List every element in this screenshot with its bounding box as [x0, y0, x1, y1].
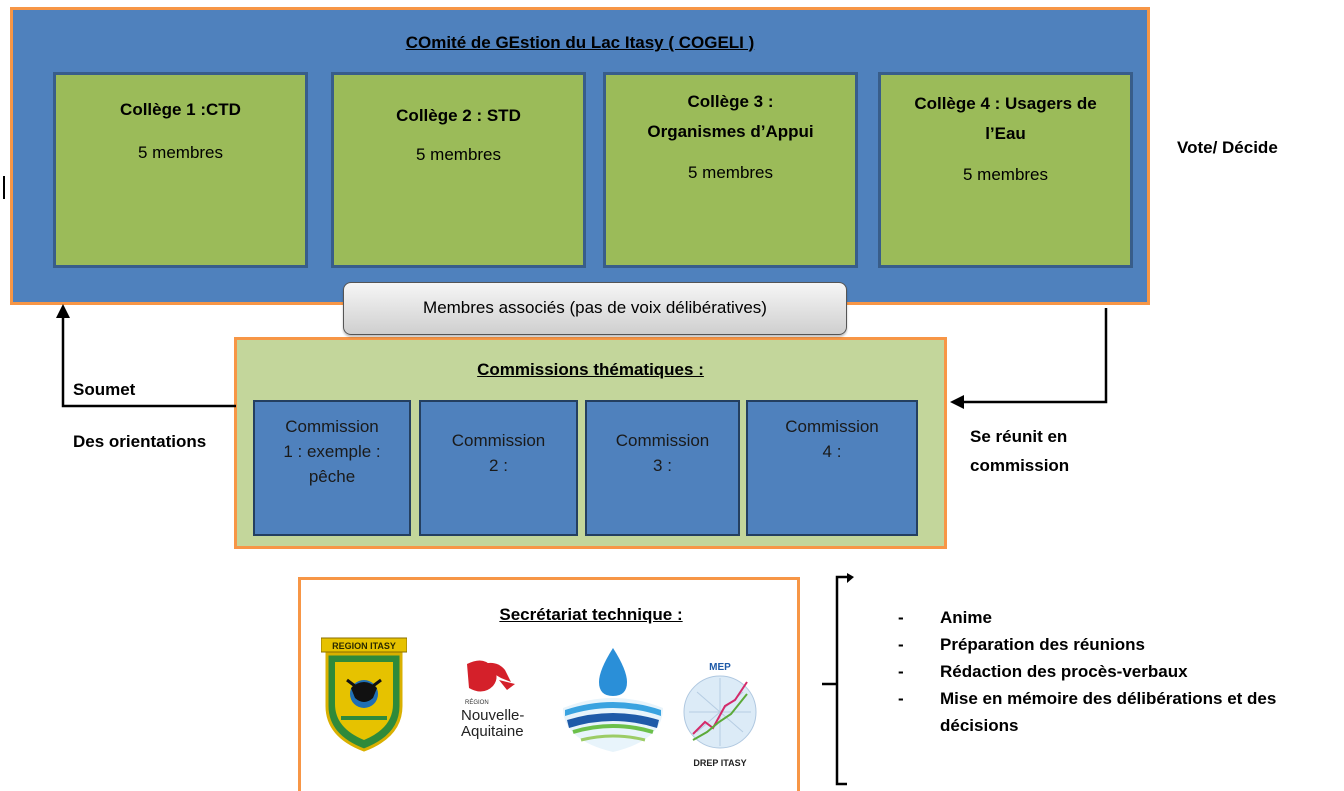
nouvelle-aquitaine-logo: RÉGION Nouvelle- Aquitaine — [461, 660, 524, 740]
commissions-title: Commissions thématiques : — [477, 360, 704, 379]
college-3-title-line1: Collège 3 : — [687, 92, 774, 111]
reunit-arrowhead — [950, 395, 964, 409]
college-4-title-line2: l’Eau — [985, 124, 1026, 143]
college-3-title-line2: Organismes d’Appui — [647, 122, 814, 141]
region-itasy-logo-text: REGION ITASY — [332, 641, 396, 651]
commission-1-line1: Commission — [285, 417, 379, 436]
task-item: Mise en mémoire des délibérations et des — [898, 685, 1276, 712]
commission-3-line2: 3 : — [653, 456, 672, 475]
reunit-arrow-line — [962, 308, 1108, 404]
region-itasy-logo: REGION ITASY — [321, 637, 407, 752]
commission-3-box: Commission 3 : — [585, 400, 740, 536]
task-item-continuation: décisions — [940, 716, 1019, 735]
task-item: Rédaction des procès-verbaux — [898, 658, 1276, 685]
college-3-members: 5 membres — [687, 163, 774, 182]
commission-4-line1: Commission — [785, 417, 879, 436]
commission-1-line2: 1 : exemple : — [283, 442, 381, 461]
commission-2-line1: Commission — [451, 431, 546, 450]
secretariat-title: Secrétariat technique : — [499, 605, 683, 624]
nouvelle-aquitaine-line1: Nouvelle- — [461, 707, 524, 724]
task-item: Préparation des réunions — [898, 631, 1276, 658]
college-3-box: Collège 3 : Organismes d’Appui 5 membres — [603, 72, 858, 268]
membres-associes-box: Membres associés (pas de voix délibérati… — [343, 282, 847, 335]
commissions-box: Commissions thématiques : Commission 1 :… — [234, 337, 947, 549]
soumet-arrow-line — [61, 316, 236, 408]
college-1-members: 5 membres — [137, 143, 224, 162]
drep-itasy-text: DREP ITASY — [693, 758, 746, 768]
mep-logo-text: MEP — [709, 662, 731, 673]
soumet-label: Soumet — [73, 380, 136, 399]
college-1-box: Collège 1 :CTD 5 membres — [53, 72, 308, 268]
commission-3-line1: Commission — [615, 431, 710, 450]
nouvelle-aquitaine-line2: Aquitaine — [461, 723, 524, 740]
nouvelle-aquitaine-small-text: RÉGION — [465, 699, 489, 706]
task-item: Anime — [898, 604, 1276, 631]
college-3-title: Collège 3 : Organismes d’Appui — [606, 75, 855, 147]
ministere-eau-logo — [563, 648, 663, 752]
mep-drep-logo: MEP DREP ITASY — [683, 662, 757, 768]
commission-1-line3: pêche — [308, 467, 356, 486]
reunit-label-line1: Se réunit en — [970, 427, 1068, 446]
commission-2-box: Commission 2 : — [419, 400, 578, 536]
college-2-title: Collège 2 : STD — [396, 106, 521, 125]
college-2-box: Collège 2 : STD 5 membres — [331, 72, 586, 268]
college-4-members: 5 membres — [962, 165, 1049, 184]
brace-top-tip — [847, 573, 854, 583]
college-4-title: Collège 4 : Usagers de l’Eau — [881, 75, 1130, 149]
college-4-title-line1: Collège 4 : Usagers de — [914, 94, 1097, 113]
commission-2-line2: 2 : — [489, 456, 508, 475]
vote-decide-label: Vote/ Décide — [1177, 138, 1278, 157]
college-4-box: Collège 4 : Usagers de l’Eau 5 membres — [878, 72, 1133, 268]
college-1-title: Collège 1 :CTD — [120, 100, 241, 119]
reunit-label-line2: commission — [970, 456, 1070, 475]
commission-1-box: Commission 1 : exemple : pêche — [253, 400, 411, 536]
orientations-label: Des orientations — [73, 432, 207, 451]
cogeli-box: COmité de GEstion du Lac Itasy ( COGELI … — [10, 7, 1150, 305]
soumet-arrowhead — [56, 304, 70, 318]
college-2-members: 5 membres — [415, 145, 502, 164]
tasks-list: Anime Préparation des réunions Rédaction… — [898, 604, 1276, 739]
commission-4-box: Commission 4 : — [746, 400, 918, 536]
tasks-brace — [822, 575, 847, 786]
cogeli-title: COmité de GEstion du Lac Itasy ( COGELI … — [405, 33, 755, 52]
secretariat-box: Secrétariat technique : REGION ITASY RÉG… — [298, 577, 800, 791]
commission-4-line2: 4 : — [822, 442, 842, 461]
